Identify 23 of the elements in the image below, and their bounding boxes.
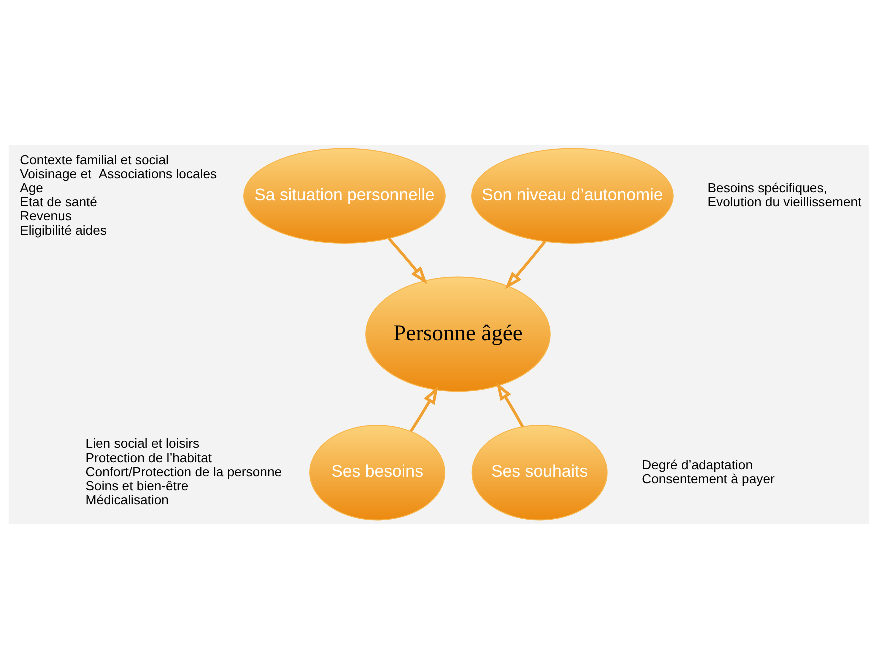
node-ellipse: Ses souhaits (472, 424, 608, 520)
node-label: Besoins spécifiques, (708, 180, 828, 196)
arrow (496, 382, 524, 428)
node-label: Age (20, 180, 44, 196)
node-ellipse: Ses besoins (310, 424, 446, 520)
node-label: Confort/Protection de la personne (86, 464, 282, 479)
node-label: Etat de santé (20, 194, 98, 210)
arrow (388, 237, 428, 284)
node-label: Médicalisation (86, 492, 169, 507)
node-label: Degré d’adaptation (642, 456, 754, 472)
node-label: Protection de l’habitat (86, 450, 212, 465)
arrow (505, 240, 546, 289)
node-label: Contexte familial et social (20, 152, 169, 167)
node-label: Lien social et loisirs (86, 436, 200, 451)
node-label: Soins et bien-être (86, 478, 189, 493)
node-label: Voisinage et Associations locales (20, 166, 218, 181)
node-label: Evolution du vieillissement (708, 194, 862, 210)
node-ellipse: Son niveau d’autonomie (471, 148, 674, 244)
node-ellipse: Personne âgée (366, 276, 551, 392)
node-label: Revenus (20, 208, 72, 224)
node-ellipse: Sa situation personnelle (244, 148, 446, 244)
arrow (410, 386, 438, 432)
node-label: Eligibilité aides (20, 222, 107, 238)
